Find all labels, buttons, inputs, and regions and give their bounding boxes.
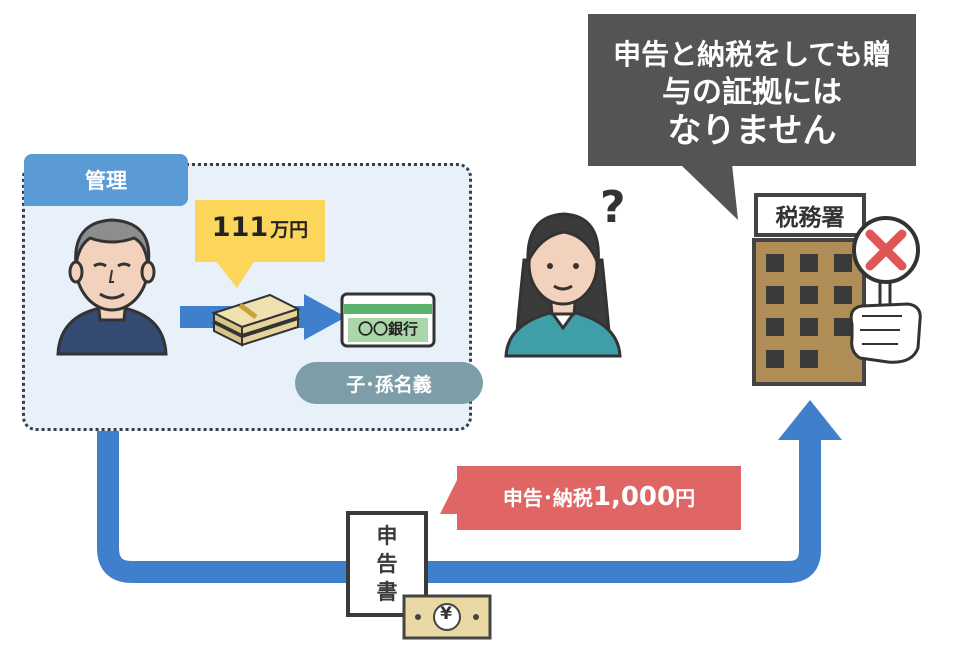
declaration-document: 申 告 書 bbox=[346, 511, 428, 617]
name-pill: 子･孫名義 bbox=[295, 362, 483, 404]
bankbook-icon bbox=[340, 292, 436, 348]
amount-number: 111 bbox=[211, 212, 269, 243]
callout-line-3: なりません bbox=[667, 111, 837, 151]
amount-bubble: 111 万円 bbox=[195, 200, 325, 262]
document-char-1: 申 bbox=[376, 524, 398, 548]
tax-office-sign: 税務署 bbox=[754, 193, 866, 237]
tax-label-pointer bbox=[440, 474, 460, 514]
manage-tag: 管理 bbox=[24, 154, 188, 206]
child-woman-icon bbox=[504, 212, 622, 358]
tax-label-unit: 円 bbox=[675, 486, 696, 510]
callout-line-2: 与の証拠には bbox=[662, 75, 842, 110]
grandparent-icon bbox=[56, 218, 168, 356]
tax-office-building-icon bbox=[752, 238, 866, 386]
money-bundle-icon bbox=[211, 293, 301, 347]
document-char-3: 書 bbox=[376, 580, 398, 604]
tax-label-number: 1,000 bbox=[592, 482, 676, 512]
tax-label-text: 申告･納税 bbox=[502, 486, 593, 510]
yen-banknote-icon bbox=[402, 594, 492, 640]
bubble-tail bbox=[215, 260, 255, 288]
yen-mark: ¥ bbox=[440, 604, 452, 624]
tax-payment-label: 申告･納税 1,000 円 bbox=[457, 466, 741, 530]
reject-sign-icon bbox=[849, 216, 922, 364]
amount-unit: 万円 bbox=[270, 219, 309, 241]
question-mark: ? bbox=[600, 182, 626, 233]
warning-callout: 申告と納税をしても贈 与の証拠には なりません bbox=[588, 14, 916, 166]
callout-line-1: 申告と納税をしても贈 bbox=[613, 38, 891, 71]
bankbook-label: 〇〇銀行 bbox=[357, 320, 418, 338]
document-char-2: 告 bbox=[376, 552, 398, 576]
callout-tail bbox=[680, 164, 738, 220]
